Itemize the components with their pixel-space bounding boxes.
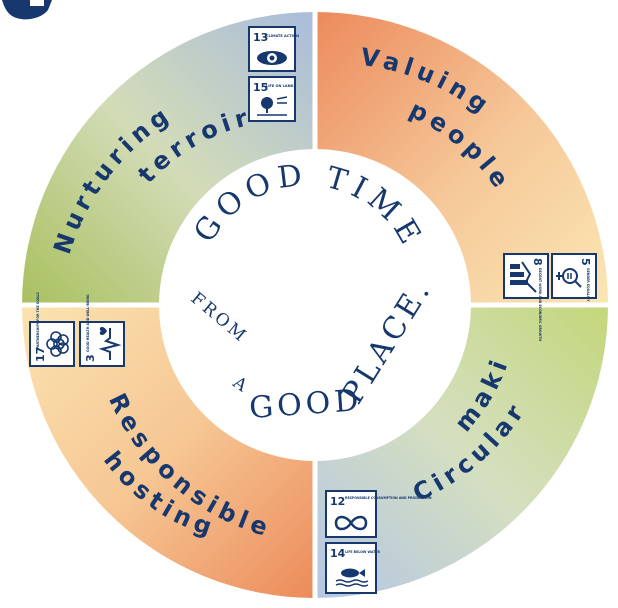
flower-icon — [46, 331, 69, 357]
sdg-8-badge: 8 DECENT WORK AND ECONOMIC GROWTH — [503, 253, 549, 341]
svg-text:DECENT WORK AND ECONOMIC GROWT: DECENT WORK AND ECONOMIC GROWTH — [538, 268, 542, 341]
svg-text:GOOD HEALTH AND WELL-BEING: GOOD HEALTH AND WELL-BEING — [86, 294, 90, 352]
svg-text:14: 14 — [330, 547, 346, 560]
svg-text:GENDER EQUALITY: GENDER EQUALITY — [586, 268, 590, 302]
sdg-12-badge: 12 RESPONSIBLE CONSUMPTION AND PRODUCTIO… — [325, 490, 432, 538]
svg-text:12: 12 — [330, 495, 345, 508]
sdg-17-badge: 17 PARTNERSHIPS FOR THE GOALS — [29, 291, 75, 367]
sdg-5-badge: 5 GENDER EQUALITY — [551, 253, 597, 302]
svg-text:17: 17 — [34, 347, 47, 362]
slogan-good: GOOD — [248, 383, 363, 426]
svg-text:13: 13 — [253, 31, 268, 44]
sdg-15-badge: 15 LIFE ON LAND — [248, 76, 296, 122]
sdg-13-badge: 13 CLIMATE ACTION — [248, 26, 299, 72]
sdg-badges-nurturing: 13 CLIMATE ACTION 15 LIFE ON LAND — [248, 26, 299, 122]
center-circle — [159, 149, 471, 461]
tree-icon — [257, 96, 288, 116]
svg-text:5: 5 — [579, 258, 592, 266]
sdg-3-badge: 3 GOOD HEALTH AND WELL-BEING — [79, 294, 125, 367]
svg-text:LIFE BELOW WATER: LIFE BELOW WATER — [345, 550, 380, 554]
svg-text:LIFE ON LAND: LIFE ON LAND — [266, 84, 294, 88]
svg-text:15: 15 — [253, 81, 268, 94]
svg-text:PARTNERSHIPS FOR THE GOALS: PARTNERSHIPS FOR THE GOALS — [36, 291, 40, 349]
svg-text:3: 3 — [84, 354, 97, 362]
sdg-badges-valuing: 8 DECENT WORK AND ECONOMIC GROWTH 5 GEND… — [503, 253, 597, 341]
growth-chart-icon — [510, 261, 537, 293]
infinity-icon — [334, 515, 368, 531]
sdg-badges-hosting: 17 PARTNERSHIPS FOR THE GOALS 3 GOOD HEA… — [29, 291, 125, 367]
sdg-14-badge: 14 LIFE BELOW WATER — [325, 542, 380, 594]
sdg-badges-circular: 12 RESPONSIBLE CONSUMPTION AND PRODUCTIO… — [325, 490, 432, 594]
brand-logo-fragment — [2, 0, 52, 20]
gender-equality-icon — [556, 268, 582, 288]
svg-text:8: 8 — [531, 258, 544, 266]
fish-icon — [335, 568, 369, 587]
svg-text:RESPONSIBLE CONSUMPTION AND PR: RESPONSIBLE CONSUMPTION AND PRODUCTION — [345, 496, 432, 500]
eye-globe-icon — [257, 51, 287, 65]
svg-text:CLIMATE ACTION: CLIMATE ACTION — [266, 34, 299, 38]
heartbeat-icon — [98, 327, 122, 360]
